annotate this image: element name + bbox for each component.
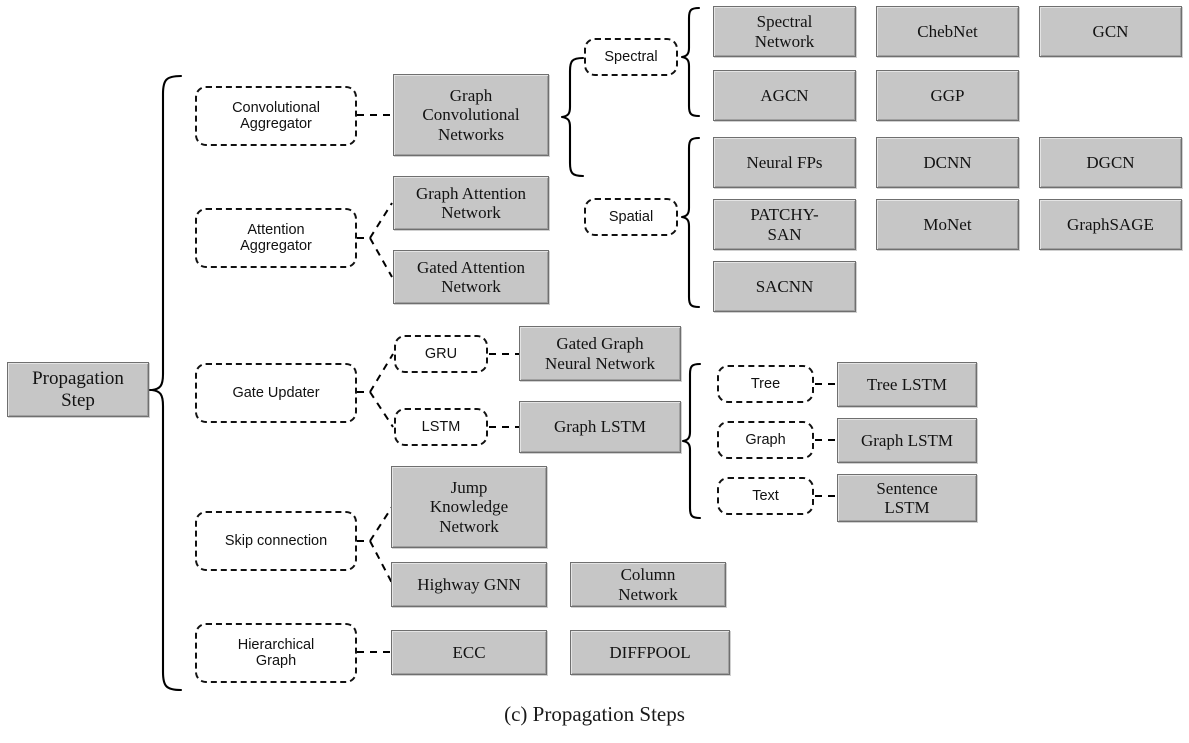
brace-gcn-split bbox=[560, 56, 585, 178]
figure-caption-text: (c) Propagation Steps bbox=[504, 702, 685, 726]
model-label: MoNet bbox=[923, 214, 972, 234]
category-label: Gate Updater bbox=[232, 384, 320, 401]
model-monet[interactable]: MoNet bbox=[876, 199, 1019, 250]
model-dcnn[interactable]: DCNN bbox=[876, 137, 1019, 188]
subcategory-lstm[interactable]: LSTM bbox=[394, 408, 488, 446]
model-label: Neural FPs bbox=[746, 152, 823, 172]
subcategory-label: Tree bbox=[750, 375, 781, 392]
subcategory-label: Spectral bbox=[604, 48, 658, 65]
model-label: Graph LSTM bbox=[553, 417, 647, 437]
subcategory-tree[interactable]: Tree bbox=[717, 365, 814, 403]
model-label: Graph LSTM bbox=[860, 430, 954, 450]
model-label: SACNN bbox=[755, 276, 814, 296]
model-label: DCNN bbox=[923, 152, 972, 172]
model-chebnet[interactable]: ChebNet bbox=[876, 6, 1019, 57]
model-ecc[interactable]: ECC bbox=[391, 630, 547, 675]
subcategory-label: Graph bbox=[745, 431, 786, 448]
link-gate-gru bbox=[357, 353, 394, 393]
subcategory-gru[interactable]: GRU bbox=[394, 335, 488, 373]
model-patchy-san[interactable]: PATCHY-SAN bbox=[713, 199, 856, 250]
model-label: AGCN bbox=[760, 85, 809, 105]
category-skip-connection[interactable]: Skip connection bbox=[195, 511, 357, 571]
model-graph-lstm-variant[interactable]: Graph LSTM bbox=[837, 418, 977, 463]
brace-root bbox=[150, 74, 183, 692]
model-gcn[interactable]: GCN bbox=[1039, 6, 1182, 57]
model-graphsage[interactable]: GraphSAGE bbox=[1039, 199, 1182, 250]
model-agcn[interactable]: AGCN bbox=[713, 70, 856, 121]
subcategory-spectral[interactable]: Spectral bbox=[584, 38, 678, 76]
model-ggp[interactable]: GGP bbox=[876, 70, 1019, 121]
category-label: Skip connection bbox=[224, 532, 328, 549]
figure-caption: (c) Propagation Steps bbox=[0, 702, 1189, 727]
subcategory-label: Text bbox=[752, 487, 779, 504]
model-label: GCN bbox=[1092, 21, 1129, 41]
model-label: DIFFPOOL bbox=[609, 642, 691, 662]
subcategory-spatial[interactable]: Spatial bbox=[584, 198, 678, 236]
brace-spatial bbox=[680, 136, 701, 309]
category-gate-updater[interactable]: Gate Updater bbox=[195, 363, 357, 423]
brace-graphlstm-split bbox=[681, 362, 702, 520]
link-attnagg-gat bbox=[357, 202, 393, 239]
model-label: Tree LSTM bbox=[866, 374, 948, 394]
model-diffpool[interactable]: DIFFPOOL bbox=[570, 630, 730, 675]
model-label: PATCHY-SAN bbox=[750, 205, 819, 244]
model-highway-gnn[interactable]: Highway GNN bbox=[391, 562, 547, 607]
model-dgcn[interactable]: DGCN bbox=[1039, 137, 1182, 188]
brace-spectral bbox=[680, 6, 701, 118]
link-skip-jkn bbox=[357, 506, 393, 542]
model-label: Highway GNN bbox=[417, 574, 521, 594]
subcategory-label: Spatial bbox=[608, 208, 654, 225]
model-label: ChebNet bbox=[917, 21, 978, 41]
model-label: DGCN bbox=[1086, 152, 1135, 172]
model-sacnn[interactable]: SACNN bbox=[713, 261, 856, 312]
model-graph-lstm[interactable]: Graph LSTM bbox=[519, 401, 681, 453]
model-label: GGP bbox=[930, 85, 965, 105]
link-gate-lstm bbox=[357, 391, 394, 428]
model-tree-lstm[interactable]: Tree LSTM bbox=[837, 362, 977, 407]
link-attnagg-gaan bbox=[357, 237, 393, 278]
subcategory-label: GRU bbox=[424, 345, 458, 362]
model-neural-fps[interactable]: Neural FPs bbox=[713, 137, 856, 188]
model-label: ECC bbox=[452, 642, 486, 662]
subcategory-label: LSTM bbox=[421, 418, 461, 435]
subcategory-text[interactable]: Text bbox=[717, 477, 814, 515]
subcategory-graph[interactable]: Graph bbox=[717, 421, 814, 459]
model-label: GraphSAGE bbox=[1067, 214, 1154, 234]
link-skip-highway bbox=[357, 540, 393, 584]
